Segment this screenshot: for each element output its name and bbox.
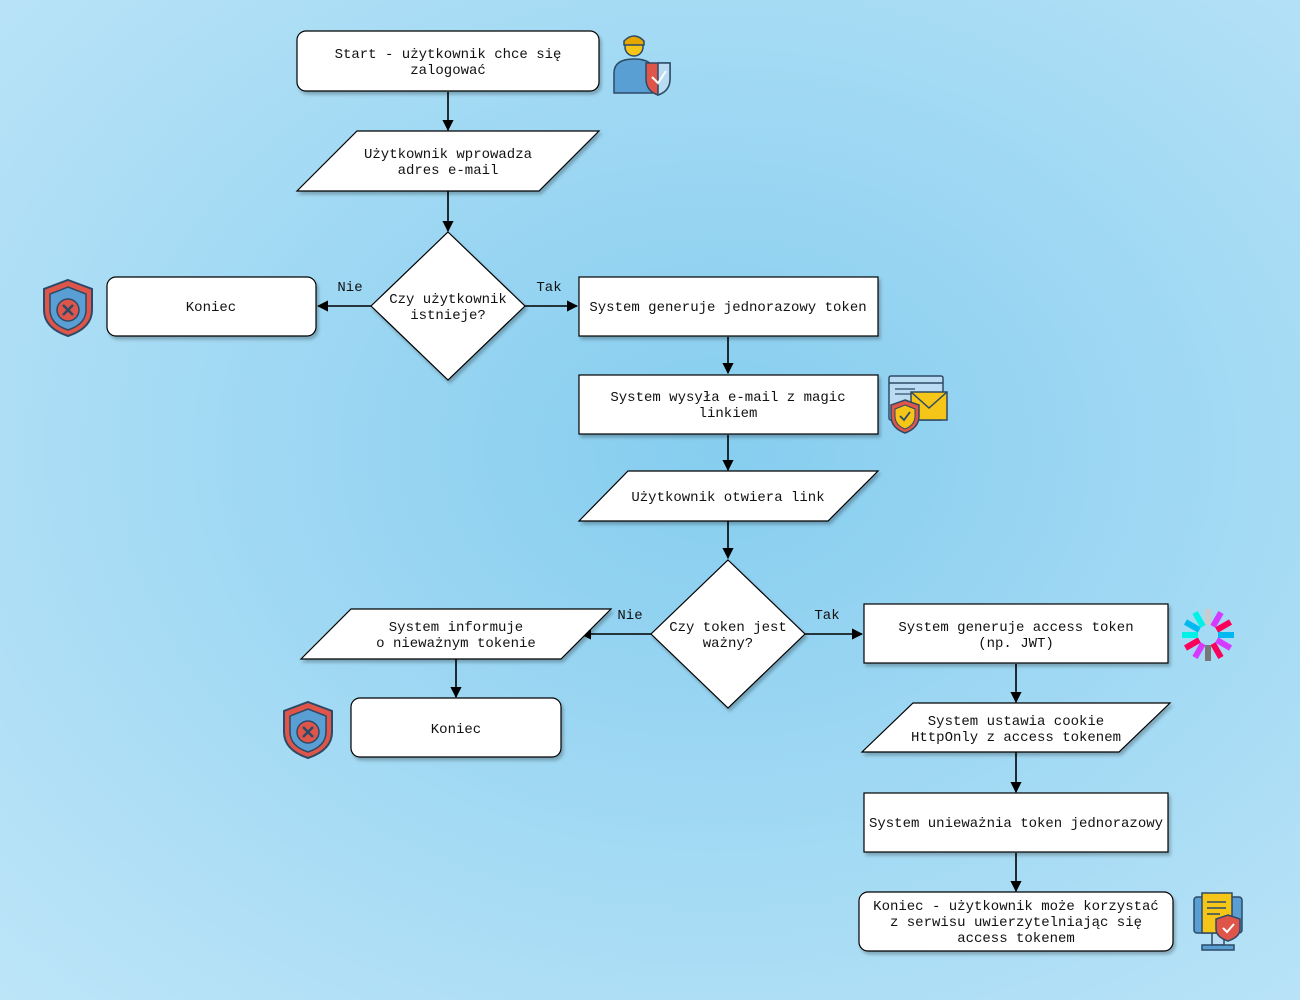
node-end-invalid: Koniec bbox=[350, 697, 562, 758]
node-label-line: Koniec bbox=[186, 300, 236, 316]
svg-text:System generuje access token(n: System generuje access token(np. JWT) bbox=[898, 620, 1133, 652]
monitor-document-shield-icon bbox=[1193, 892, 1243, 951]
node-label-line: System informuje bbox=[389, 620, 523, 636]
node-label-line: z serwisu uwierzytelniając się bbox=[890, 915, 1142, 931]
user-shield-icon bbox=[613, 35, 671, 97]
edge-label-exists-no: Nie bbox=[337, 280, 362, 296]
node-generate-access-token: System generuje access token(np. JWT) bbox=[863, 603, 1169, 664]
node-label-line: Użytkownik wprowadza bbox=[364, 147, 532, 163]
shield-x-icon bbox=[43, 278, 93, 338]
node-label-line: Koniec bbox=[431, 722, 481, 738]
node-label-line: (np. JWT) bbox=[978, 636, 1054, 652]
node-label-line: zalogować bbox=[410, 63, 486, 79]
email-shield-icon bbox=[888, 375, 948, 434]
node-label-line: istnieje? bbox=[410, 308, 486, 324]
jwt-logo-icon bbox=[1182, 609, 1234, 661]
node-invalidate-onetime-token: System unieważnia token jednorazowy bbox=[863, 792, 1169, 853]
node-end-no-user: Koniec bbox=[106, 276, 317, 337]
node-label-line: linkiem bbox=[699, 406, 758, 422]
node-label-line: Czy token jest bbox=[669, 620, 787, 636]
node-label-line: adres e-mail bbox=[398, 163, 499, 179]
node-label-line: o nieważnym tokenie bbox=[376, 636, 536, 652]
node-label-line: access tokenem bbox=[957, 931, 1075, 947]
node-label-line: ważny? bbox=[703, 636, 753, 652]
node-label-line: Start - użytkownik chce się bbox=[335, 47, 562, 63]
edge-label-valid-yes: Tak bbox=[814, 608, 839, 624]
svg-text:Użytkownik otwiera link: Użytkownik otwiera link bbox=[631, 490, 824, 506]
node-label-line: System generuje jednorazowy token bbox=[589, 300, 866, 316]
svg-text:System unieważnia token jednor: System unieważnia token jednorazowy bbox=[869, 816, 1163, 832]
node-open-link: Użytkownik otwiera link bbox=[577, 470, 880, 522]
node-generate-onetime-token: System generuje jednorazowy token bbox=[578, 276, 879, 337]
node-label-line: Koniec - użytkownik może korzystać bbox=[873, 899, 1159, 915]
shield-x-icon bbox=[283, 700, 333, 760]
node-label-line: System ustawia cookie bbox=[928, 714, 1104, 730]
node-label-line: System generuje access token bbox=[898, 620, 1133, 636]
node-label-line: System wysyła e-mail z magic bbox=[610, 390, 845, 406]
edges bbox=[316, 92, 1022, 893]
node-label-line: Czy użytkownik bbox=[389, 292, 507, 308]
node-label-line: System unieważnia token jednorazowy bbox=[869, 816, 1163, 832]
edge-label-valid-no: Nie bbox=[617, 608, 642, 624]
node-label-line: Użytkownik otwiera link bbox=[631, 490, 824, 506]
svg-text:Koniec: Koniec bbox=[431, 722, 481, 738]
node-label-line: HttpOnly z access tokenem bbox=[911, 730, 1121, 746]
svg-text:Koniec: Koniec bbox=[186, 300, 236, 316]
edge-label-exists-yes: Tak bbox=[536, 280, 561, 296]
svg-text:System generuje jednorazowy to: System generuje jednorazowy token bbox=[589, 300, 866, 316]
